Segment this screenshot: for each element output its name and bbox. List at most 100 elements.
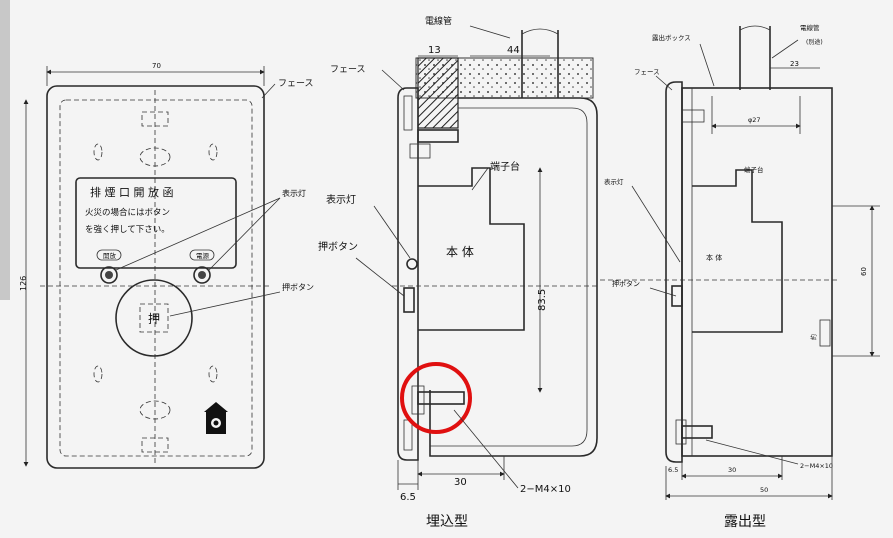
top-knockout <box>139 147 171 167</box>
lamp-tag-right <box>189 249 215 261</box>
flush-side-view: 電線管 13 44 フェース 本 体 端子台 表示灯 押ボタン 83.5 <box>318 15 600 530</box>
exp-box-leader <box>699 43 715 87</box>
exp-face-label: フェース <box>634 68 660 76</box>
exp-conduit-label: 電線管 <box>800 23 820 32</box>
faceplate-clip-bottom <box>403 419 413 451</box>
lamp-left-label: 開放 <box>103 251 117 260</box>
top-bracket <box>417 129 459 143</box>
exposed-side-view: 露出ボックス 電線管 (別途) 23 フェース φ27 本 体 端子台 表示灯 … <box>600 23 880 530</box>
front-indicator-label: 表示灯 <box>282 188 306 198</box>
exp-side-knockout <box>819 319 831 347</box>
panel-title: 排 煙 口 開 放 函 <box>90 185 173 199</box>
wall-hatch <box>417 57 459 129</box>
exp-conduit-leader <box>771 39 799 59</box>
exp-screw-leader <box>705 439 799 465</box>
faceplate-clip-top <box>403 95 413 131</box>
dim-44: 44 <box>507 45 520 56</box>
screw-leader <box>453 409 519 489</box>
bottom-mount-slot <box>141 437 169 453</box>
exp-bottom-bracket <box>681 425 713 439</box>
front-face-label: フェース <box>278 79 314 89</box>
right-hole-bottom <box>208 365 218 383</box>
exp-dim-30: 30 <box>728 466 736 474</box>
exp-indicator-leader <box>631 185 681 263</box>
front-face-leader <box>261 83 276 99</box>
exp-indicator-label: 表示灯 <box>604 177 624 186</box>
exp-faceplate <box>665 81 683 463</box>
flush-indicator-leader <box>373 205 411 259</box>
exp-terminal-label: 端子台 <box>744 165 764 174</box>
exp-face-leader <box>655 75 673 91</box>
flush-indicator-label: 表示灯 <box>326 193 356 206</box>
flush-push-button <box>403 287 415 313</box>
flush-face-leader <box>381 69 405 91</box>
terminal-leader <box>471 167 489 191</box>
front-view: 70 126 フェース 排 煙 口 開 放 函 火災の場合にはボタン を強く押し… <box>19 62 314 469</box>
body-unit <box>418 167 525 331</box>
exp-dim-right: 60 <box>860 267 868 276</box>
bottom-screw <box>411 385 425 415</box>
bottom-bracket <box>417 391 465 405</box>
push-button-char: 押 <box>148 312 160 326</box>
panel-line2: を強く押して下さい。 <box>85 224 170 235</box>
exp-bottom-screw <box>675 419 687 445</box>
conduit-leader <box>469 25 511 39</box>
flush-body-label: 本 体 <box>446 245 474 259</box>
edge-strip <box>0 0 10 300</box>
front-height-label: 126 <box>19 276 28 291</box>
right-hole-top <box>208 143 218 161</box>
indicator-leader-left <box>115 197 281 271</box>
front-width-label: 70 <box>152 62 161 70</box>
exp-box-label: 露出ボックス <box>652 33 691 42</box>
exp-push-label: 押ボタン <box>612 279 640 288</box>
top-mount-slot <box>141 111 169 127</box>
exp-push-button <box>671 285 683 307</box>
front-push-label: 押ボタン <box>282 282 314 292</box>
exp-caption: 露出型 <box>724 514 766 530</box>
indicator-lamp-right <box>193 266 211 284</box>
flush-box-outline <box>429 97 598 457</box>
indicator-lamp-left-core <box>105 271 113 279</box>
flush-conduit-label: 電線管 <box>425 15 452 27</box>
lamp-tag-left <box>96 249 122 261</box>
exp-dim-23: 23 <box>790 60 799 68</box>
indicator-lamp-right-core <box>198 271 206 279</box>
flush-box-inner <box>430 107 588 447</box>
exp-conduit-note: (別途) <box>806 38 823 46</box>
exp-box-outline <box>681 87 833 457</box>
exp-dim-small: 約 <box>810 334 818 340</box>
indicator-lamp-left <box>100 266 118 284</box>
flush-screw-label: 2−M4×10 <box>520 484 571 495</box>
push-leader <box>169 291 281 317</box>
conduit-cut <box>521 28 559 35</box>
highlight-circle <box>400 362 472 434</box>
push-button-ring <box>115 279 193 357</box>
front-inner-dashed <box>59 99 253 457</box>
flush-caption: 埋込型 <box>426 514 468 530</box>
left-hole-top <box>93 143 103 161</box>
flush-dim-30: 30 <box>454 477 467 488</box>
lamp-right-label: 電源 <box>196 251 210 260</box>
flush-dim-6-5: 6.5 <box>400 492 416 503</box>
top-screw <box>409 143 431 159</box>
exp-body-label: 本 体 <box>706 253 722 262</box>
flush-push-leader <box>355 257 405 297</box>
bottom-knockout <box>139 400 171 420</box>
dim-83-5: 83.5 <box>537 289 548 311</box>
left-hole-bottom <box>93 365 103 383</box>
key-lock-icon <box>204 402 228 434</box>
exp-top-screw <box>681 109 705 123</box>
flush-face-label: フェース <box>330 65 366 75</box>
panel-line1: 火災の場合にはボタン <box>85 207 170 218</box>
flush-push-label: 押ボタン <box>318 240 358 253</box>
exp-dim-phi: φ27 <box>748 116 761 124</box>
flush-faceplate <box>397 87 419 461</box>
exp-dim-50: 50 <box>760 486 768 494</box>
exp-screw-label: 2−M4×10 <box>800 462 833 470</box>
flush-terminal-label: 端子台 <box>490 160 520 173</box>
exp-dim-6-5: 6.5 <box>668 466 678 474</box>
exp-conduit-cut <box>739 25 771 31</box>
flush-indicator-lamp <box>406 258 418 270</box>
